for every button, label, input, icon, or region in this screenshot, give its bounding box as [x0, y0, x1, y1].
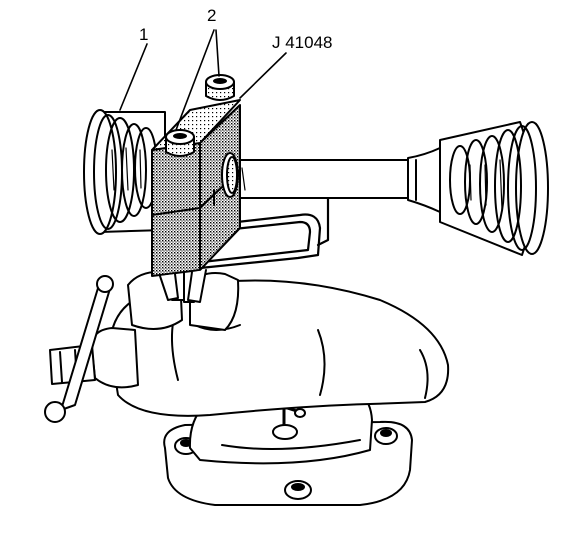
- clamp-bolts: [165, 74, 235, 157]
- leader-1: [119, 43, 148, 111]
- leader-2b: [215, 29, 220, 77]
- clamp-bolt-front: [165, 129, 195, 157]
- vise-handle-knob-top: [96, 275, 114, 293]
- callout-label-1: 1: [139, 25, 149, 44]
- clamp-side-face: [199, 104, 241, 271]
- left-cv-boot: [83, 109, 166, 235]
- bench-vise: [44, 267, 450, 506]
- half-shaft: [224, 147, 441, 213]
- clamp-bolt-rear: [205, 74, 235, 101]
- callout-label-2: 2: [207, 6, 217, 25]
- right-cv-boot: [439, 121, 549, 256]
- leader-2a: [175, 29, 215, 131]
- vise-screw-housing: [90, 327, 139, 389]
- leader-j41048: [239, 52, 287, 99]
- leader-lines: [119, 29, 287, 131]
- callout-tool-label: J 41048: [272, 33, 333, 52]
- j41048-clamp-block: [151, 99, 241, 303]
- vise-handle-knob-bottom: [44, 401, 66, 423]
